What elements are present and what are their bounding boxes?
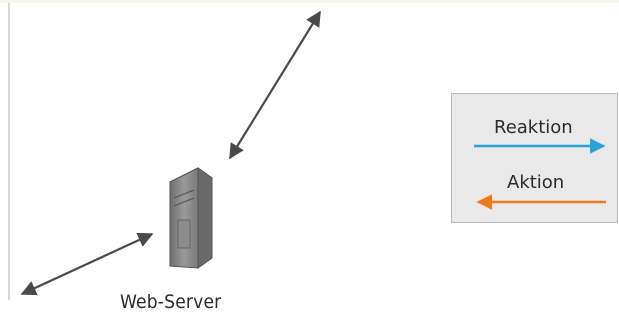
web-server-label: Web-Server bbox=[120, 291, 222, 313]
server-tower-icon bbox=[169, 167, 213, 269]
connector-left-arrow bbox=[20, 232, 154, 296]
legend-arrows bbox=[474, 138, 606, 210]
connector-top-arrow bbox=[229, 10, 321, 160]
legend-aktion-label: Aktion bbox=[507, 172, 565, 193]
legend-box: Reaktion Aktion bbox=[451, 93, 618, 223]
legend-reaktion-label: Reaktion bbox=[494, 117, 573, 138]
top-band bbox=[0, 0, 619, 3]
